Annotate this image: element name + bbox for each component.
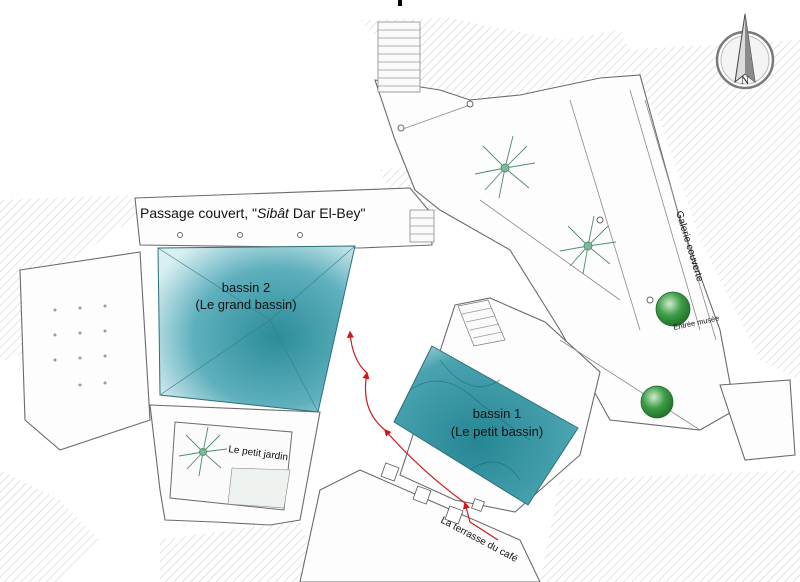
basin-1-title: bassin 1	[473, 406, 521, 421]
basin-1-subtitle: (Le petit bassin)	[451, 424, 544, 439]
basin-2-subtitle: (Le grand bassin)	[195, 297, 296, 312]
cafe-tables	[380, 462, 485, 525]
tree-icon	[655, 291, 691, 327]
tree-icon	[640, 385, 674, 419]
compass-rose: N	[715, 13, 775, 90]
visitor-path	[346, 330, 499, 541]
basin-2-title: bassin 2	[222, 280, 270, 295]
basin-2: bassin 2 (Le grand bassin)	[157, 245, 356, 413]
palm-tree-icon	[559, 215, 617, 275]
room-grid-marks	[53, 304, 107, 387]
passage-couvert-label: Passage couvert, "Sibât Dar El-Bey"	[140, 205, 366, 221]
petit-jardin: Le petit jardin	[169, 421, 293, 511]
top-edge-mark	[398, 0, 402, 6]
palm-tree-icon	[178, 426, 228, 477]
basin-1: bassin 1 (Le petit bassin)	[393, 345, 579, 506]
gallery-columns	[177, 89, 717, 431]
palm-tree-icon	[474, 135, 536, 199]
compass-north-letter: N	[741, 73, 750, 87]
